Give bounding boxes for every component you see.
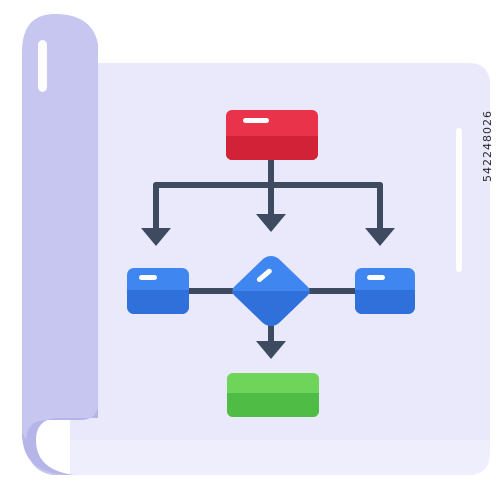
arrow-head-left — [141, 228, 171, 246]
paper-roll — [22, 14, 98, 475]
top-process-box — [226, 110, 318, 160]
arrow-heads — [141, 214, 395, 359]
arrow-head-right — [365, 228, 395, 246]
decision-diamond — [232, 256, 310, 326]
arrow-head-middle — [256, 214, 286, 232]
right-process-box — [355, 268, 415, 314]
left-process-box — [127, 268, 189, 314]
watermark-id-text: 542248026 — [481, 110, 494, 182]
bottom-terminal-box — [227, 373, 319, 417]
connector-lines — [153, 155, 383, 346]
arrow-head-bottom — [256, 341, 286, 359]
